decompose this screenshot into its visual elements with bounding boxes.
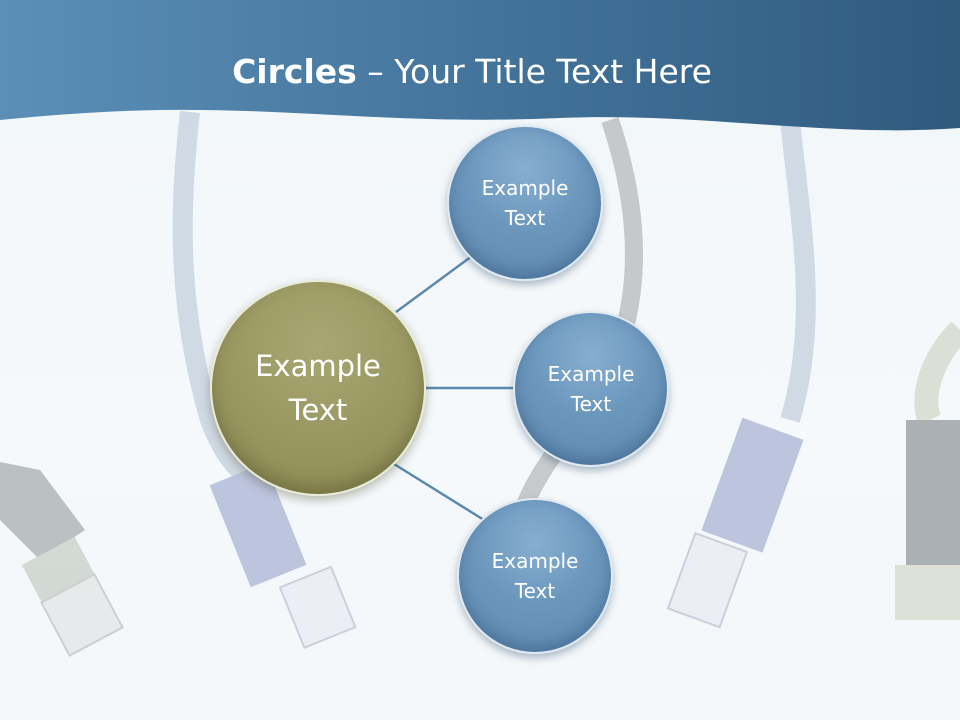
center-circle-label: Example Text <box>255 349 381 427</box>
connector-top <box>395 254 473 314</box>
node-circle-middle-label: Example Text <box>547 362 635 416</box>
node-circle-top-label: Example Text <box>481 176 569 230</box>
center-circle[interactable]: Example Text <box>210 280 426 496</box>
title-rest: – Your Title Text Here <box>356 52 712 91</box>
slide-title: Circles – Your Title Text Here <box>0 52 944 91</box>
header-banner <box>0 0 960 131</box>
node-circle-middle[interactable]: Example Text <box>513 311 669 467</box>
node-circle-bottom[interactable]: Example Text <box>457 498 613 654</box>
connector-bottom <box>393 462 485 522</box>
node-circle-top[interactable]: Example Text <box>447 125 603 281</box>
node-circle-bottom-label: Example Text <box>491 549 579 603</box>
title-bold: Circles <box>232 52 357 91</box>
